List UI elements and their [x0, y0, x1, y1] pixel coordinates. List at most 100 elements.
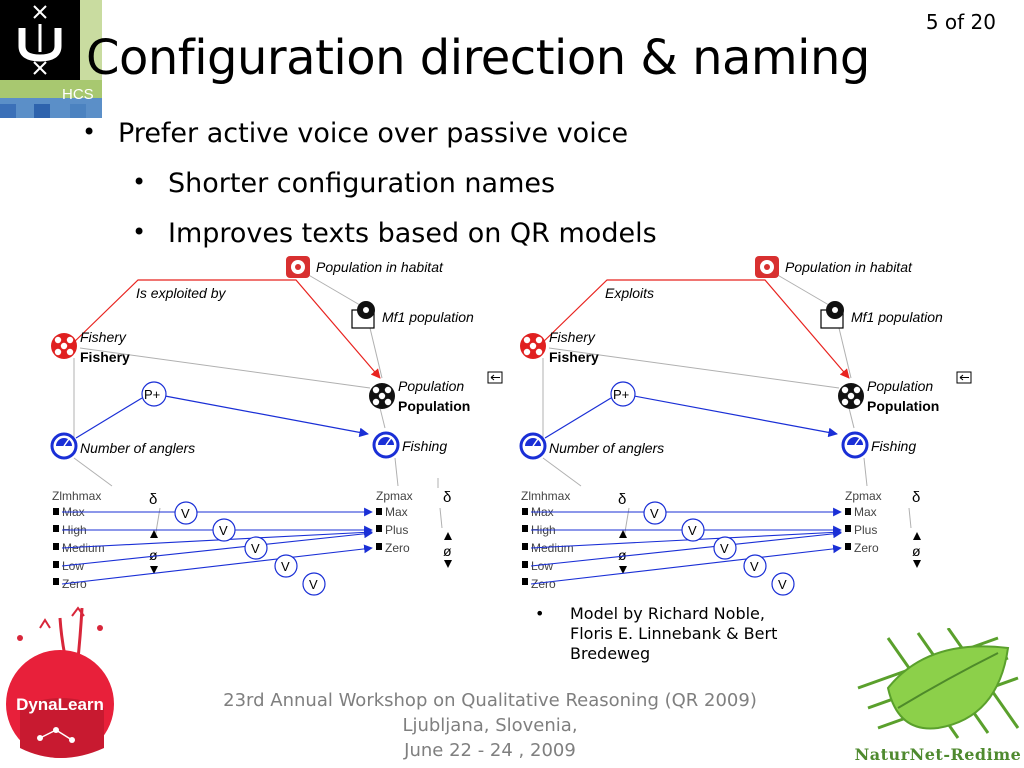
- collapse-icon[interactable]: [487, 371, 503, 384]
- credit-bullet: •: [535, 604, 545, 623]
- footer-line: June 22 - 24 , 2009: [404, 740, 576, 761]
- bullet-marker: •: [132, 168, 147, 196]
- qs-right-value: Plus: [854, 523, 877, 537]
- anglers-quantity-icon: [50, 432, 78, 460]
- qs-left-value: Medium: [62, 541, 105, 555]
- correspondence-label: V: [181, 506, 190, 521]
- anglers-quantity-label: Number of anglers: [80, 440, 195, 456]
- fishery-name-label: Fishery: [549, 349, 599, 365]
- qs-left-value: Zero: [531, 577, 556, 591]
- configuration-arrow: [69, 279, 381, 379]
- correspondence-label: V: [650, 506, 659, 521]
- anglers-quantity-label: Number of anglers: [549, 440, 664, 456]
- proportionality-label: P+: [144, 387, 160, 402]
- population-habitat-icon: [286, 256, 310, 278]
- hcs-logo: HCS: [0, 0, 102, 118]
- qs-right-name: Zpmax: [845, 489, 882, 503]
- slide-number: 5 of 20: [925, 10, 996, 34]
- qs-right-values: Max Plus Zero: [376, 505, 410, 555]
- fishing-quantity-icon: [372, 431, 400, 459]
- qs-left-value: Medium: [531, 541, 574, 555]
- footer-line: 23rd Annual Workshop on Qualitative Reas…: [223, 690, 757, 711]
- qs-left-name: Zlmhmax: [521, 489, 570, 503]
- qs-left-values: Max High Medium Low Zero: [53, 505, 105, 591]
- proportionality-arrow: [164, 395, 369, 438]
- credit-line: Model by Richard Noble,: [570, 604, 765, 623]
- fishery-type-label: Fishery: [549, 329, 596, 345]
- population-icon: [369, 383, 395, 409]
- naturnet-logo: [857, 628, 1020, 739]
- qs-left-values: Max High Medium Low Zero: [522, 505, 574, 591]
- population-icon: [838, 383, 864, 409]
- proportionality-link: [75, 397, 143, 439]
- slide-title: Configuration direction & naming: [86, 30, 870, 86]
- bullet-item: • Prefer active voice over passive voice: [82, 118, 629, 149]
- correspondence-label: V: [219, 523, 228, 538]
- derivative-delta: δ: [912, 489, 920, 506]
- population-habitat-label: Population in habitat: [316, 259, 444, 275]
- configuration-label: Is exploited by: [136, 285, 226, 301]
- fishing-quantity-label: Fishing: [402, 438, 447, 454]
- fishery-icon: [520, 333, 546, 359]
- configuration-arrow: [538, 279, 850, 379]
- fishery-type-label: Fishery: [80, 329, 127, 345]
- mf1-population-icon: [820, 301, 844, 329]
- credit-line: Bredeweg: [570, 644, 651, 663]
- credit-line: Floris E. Linnebank & Bert: [570, 624, 778, 643]
- hcs-label: HCS: [62, 86, 94, 103]
- qs-right-name: Zpmax: [376, 489, 413, 503]
- correspondence-label: V: [720, 541, 729, 556]
- bullet-marker: •: [82, 118, 97, 146]
- bullet-item: • Improves texts based on QR models: [132, 218, 657, 249]
- model-diagrams: Is exploited by Population in habitat Mf…: [50, 256, 972, 596]
- correspondence-lines: [530, 507, 842, 585]
- anglers-quantity-icon: [519, 432, 547, 460]
- population-type-label: Population: [867, 378, 933, 394]
- population-habitat-icon: [755, 256, 779, 278]
- derivative-zero: ø: [149, 547, 158, 563]
- qs-right-value: Zero: [854, 541, 879, 555]
- proportionality-label: P+: [613, 387, 629, 402]
- qs-right-value: Zero: [385, 541, 410, 555]
- derivative-arrows-icon: [913, 532, 921, 568]
- correspondence-label: V: [281, 559, 290, 574]
- qs-right-values: Max Plus Zero: [845, 505, 879, 555]
- qs-left-value: Low: [531, 559, 553, 573]
- dynalearn-logo: DynaLearn: [6, 606, 114, 758]
- collapse-icon[interactable]: [956, 371, 972, 384]
- mf1-population-label: Mf1 population: [382, 309, 474, 325]
- dynalearn-label: DynaLearn: [16, 695, 104, 714]
- bullet-text: Prefer active voice over passive voice: [118, 118, 629, 149]
- bullet-text: Improves texts based on QR models: [168, 218, 657, 249]
- qs-right-value: Plus: [385, 523, 408, 537]
- derivative-delta: δ: [443, 489, 451, 506]
- population-name-label: Population: [398, 398, 470, 414]
- correspondence-label: V: [778, 577, 787, 592]
- mf1-population-label: Mf1 population: [851, 309, 943, 325]
- fishery-icon: [51, 333, 77, 359]
- population-name-label: Population: [867, 398, 939, 414]
- derivative-zero: ø: [912, 543, 921, 559]
- correspondence-label: V: [251, 541, 260, 556]
- qs-left-value: Zero: [62, 577, 87, 591]
- qs-left-name: Zlmhmax: [52, 489, 101, 503]
- bullet-text: Shorter configuration names: [168, 168, 556, 199]
- correspondence-label: V: [688, 523, 697, 538]
- configuration-label: Exploits: [605, 285, 654, 301]
- derivative-zero: ø: [443, 543, 452, 559]
- proportionality-link: [544, 397, 612, 439]
- correspondence-nodes: V V V V V: [174, 501, 326, 596]
- population-type-label: Population: [398, 378, 464, 394]
- correspondence-label: V: [309, 577, 318, 592]
- diagram-active: Exploits Population in habitat Mf1 popul…: [519, 256, 972, 596]
- correspondence-nodes: V V V V V: [643, 501, 795, 596]
- diagram-passive: Is exploited by Population in habitat Mf…: [50, 256, 503, 596]
- proportionality-node: [610, 381, 636, 407]
- qs-left-value: Low: [62, 559, 84, 573]
- derivative-delta: δ: [149, 491, 157, 508]
- derivative-delta: δ: [618, 491, 626, 508]
- bullet-marker: •: [132, 218, 147, 246]
- derivative-arrows-icon: [444, 532, 452, 568]
- footer: 23rd Annual Workshop on Qualitative Reas…: [190, 688, 790, 763]
- proportionality-node: [141, 381, 167, 407]
